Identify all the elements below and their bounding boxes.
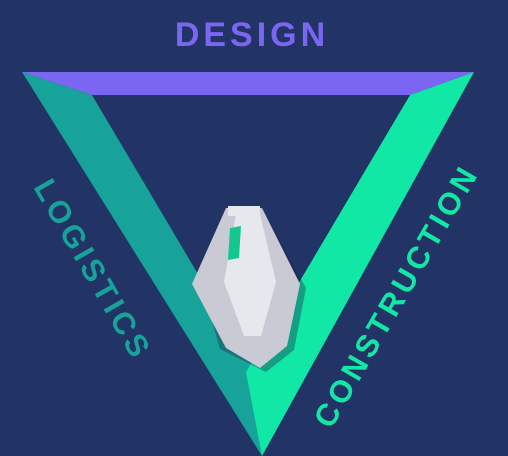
ship-icon <box>192 206 300 368</box>
ship-bow <box>228 206 260 216</box>
ship-accent <box>228 226 241 260</box>
design-bar <box>22 72 474 95</box>
logistics-bar <box>22 72 262 456</box>
construction-bar <box>246 72 474 456</box>
design-label: DESIGN <box>175 16 329 54</box>
